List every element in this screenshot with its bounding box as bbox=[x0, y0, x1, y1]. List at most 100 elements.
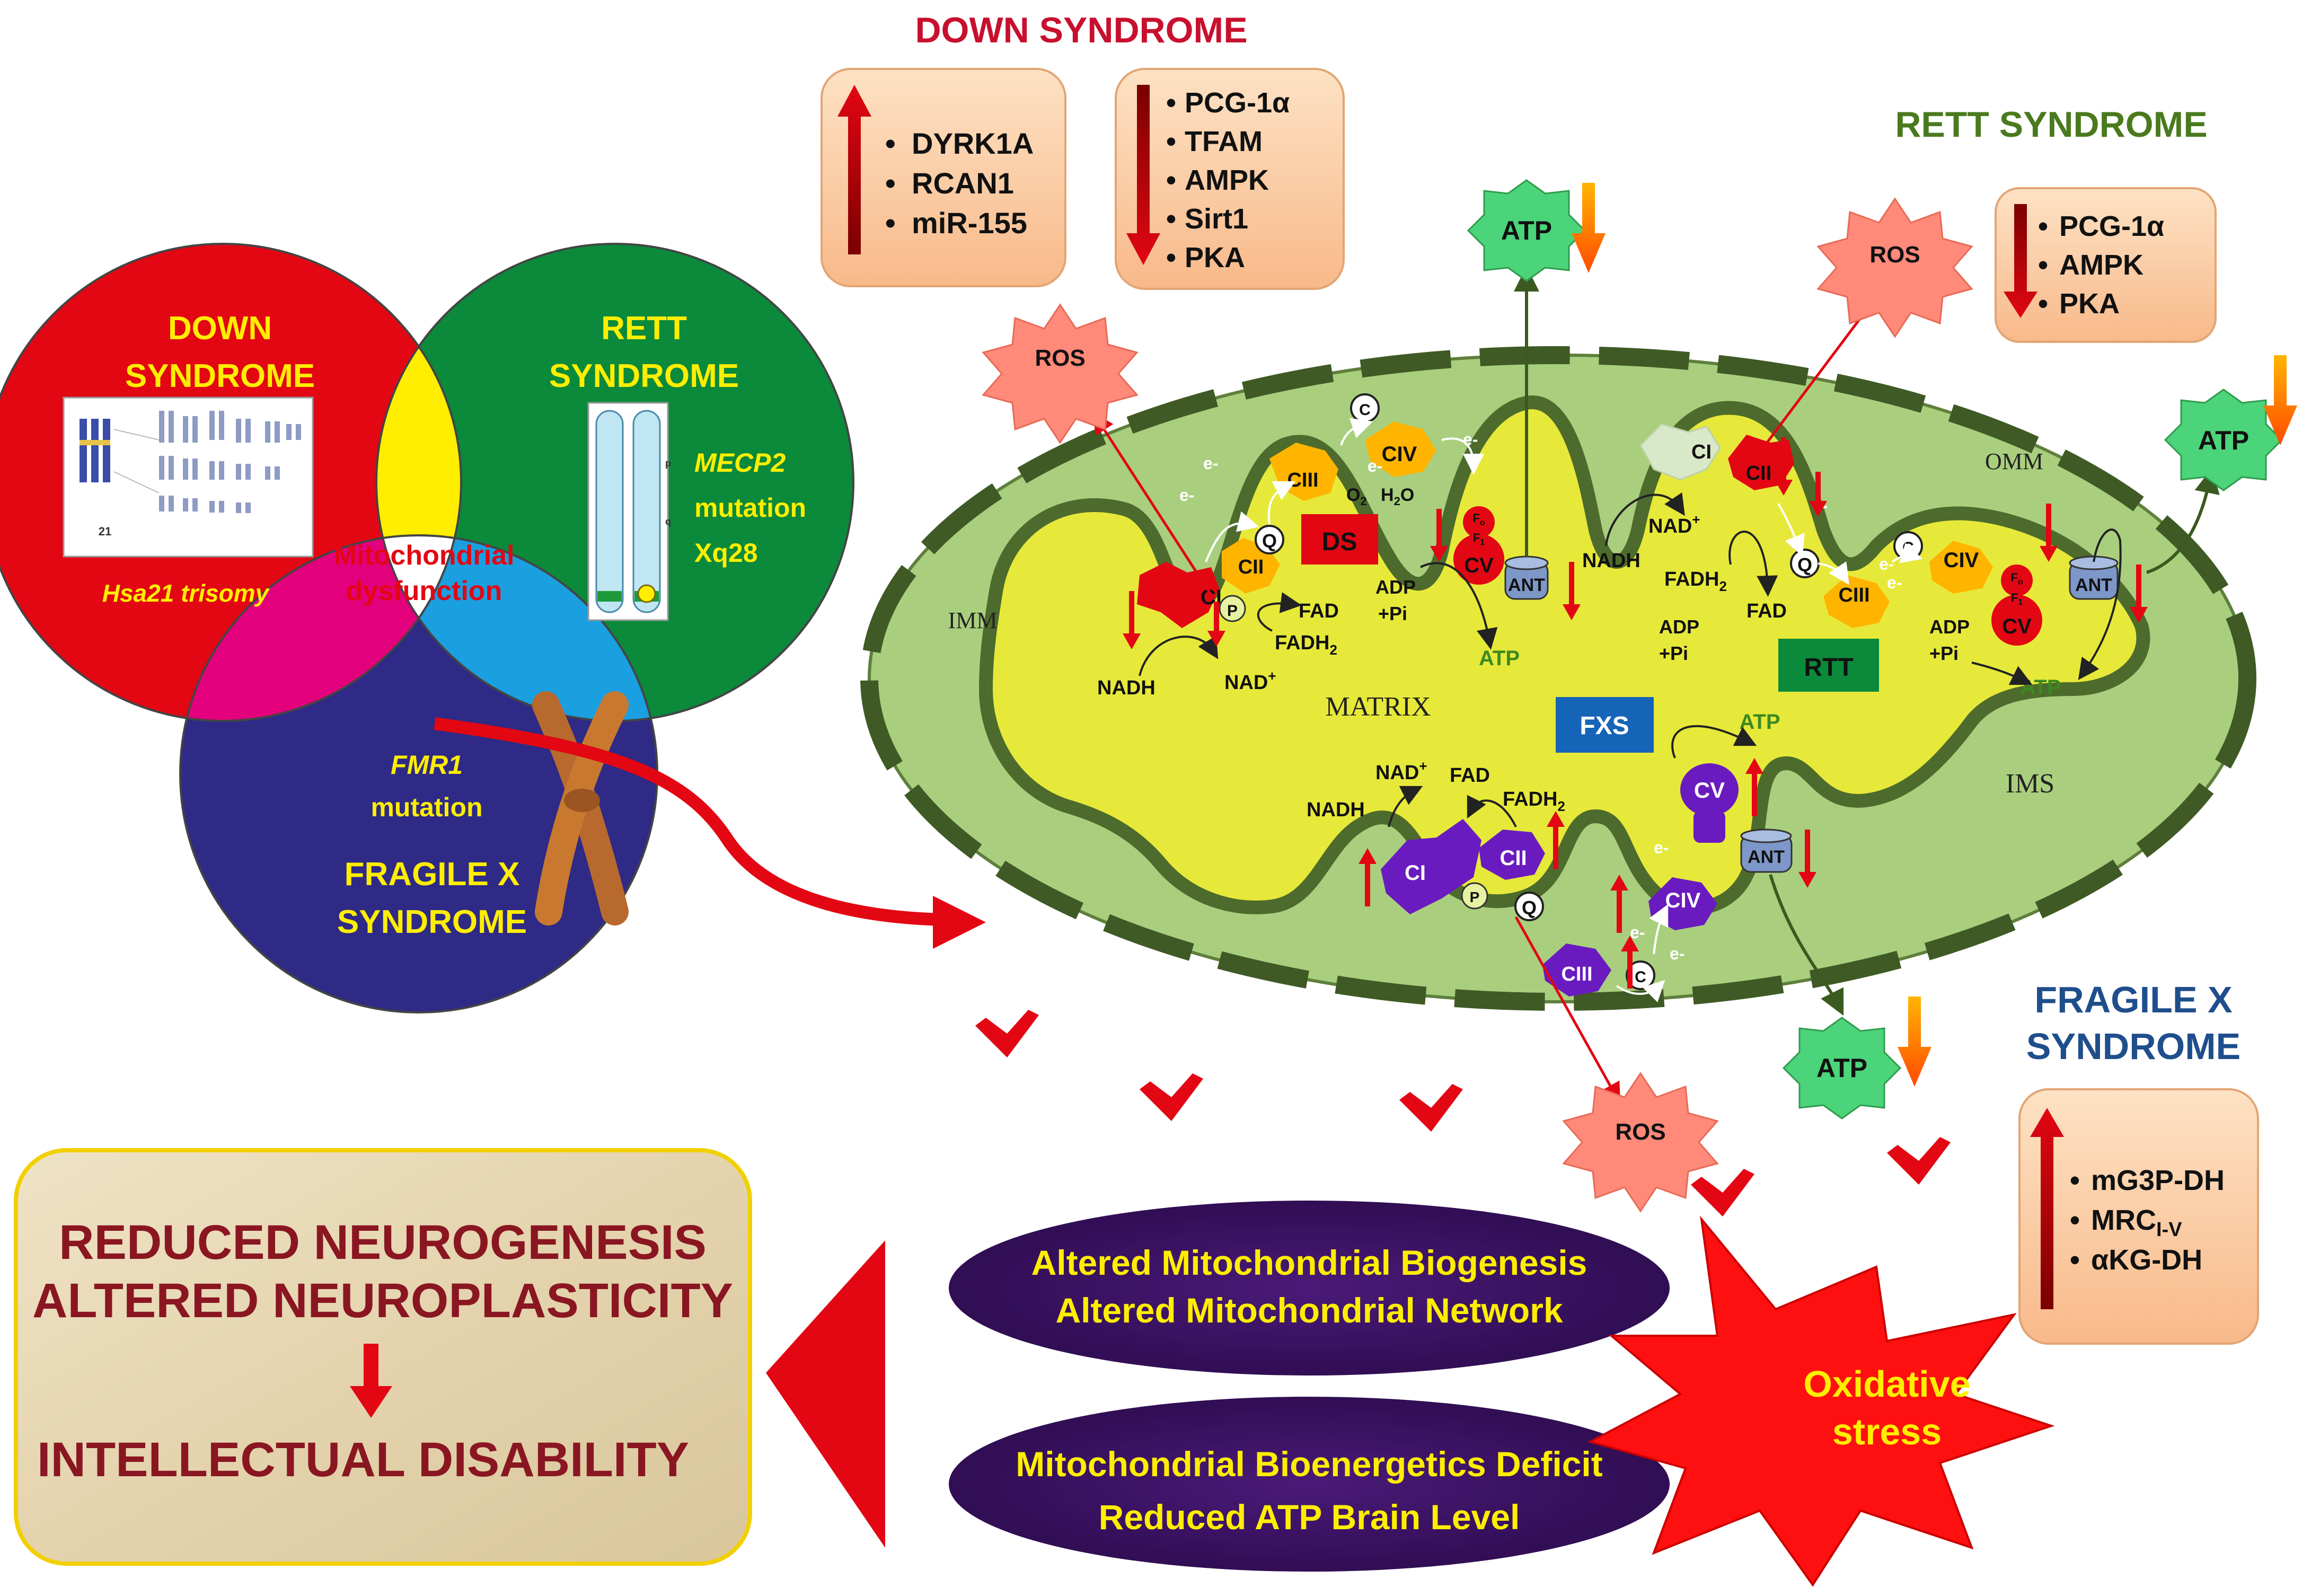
bullet: • bbox=[1166, 126, 1176, 157]
cytochrome-c-label: C bbox=[1635, 968, 1646, 986]
mitochondrion: MATRIX IMS OMM IMM DS RTT FXS CI P CII Q… bbox=[860, 266, 2256, 1105]
atp-label: ATP bbox=[2020, 676, 2061, 699]
decrease-arrow-icon bbox=[2263, 355, 2297, 445]
coenzyme-q-label: Q bbox=[1522, 897, 1537, 919]
bullet: • bbox=[2070, 1244, 2080, 1276]
fxs-badge-label: FXS bbox=[1580, 712, 1629, 740]
up-arrow-icon bbox=[837, 85, 871, 254]
oxidative-stress-line-1: Oxidative bbox=[1803, 1363, 1970, 1405]
complex-v-label: CV bbox=[1694, 778, 1725, 803]
adp-label: ADP bbox=[1659, 616, 1699, 638]
up-arrow-icon bbox=[1547, 811, 1565, 869]
down-down-item-1: PCG-1α bbox=[1185, 87, 1290, 119]
regulation-arrows bbox=[1123, 437, 2148, 989]
ros-label: ROS bbox=[1035, 345, 1085, 371]
outcome-bioenergetics: Mitochondrial Bioenergetics Deficit Redu… bbox=[949, 1397, 1670, 1572]
x-chromosome-image: p q bbox=[587, 402, 671, 621]
atp-star-label: ATP bbox=[1816, 1053, 1867, 1083]
chromosome-p-arm: p bbox=[665, 458, 671, 469]
ros-label: ROS bbox=[1615, 1119, 1665, 1145]
complex-iv-ds bbox=[1365, 421, 1436, 477]
venn-label-fx-2: SYNDROME bbox=[337, 904, 527, 940]
complex-ii-label: CII bbox=[1499, 847, 1527, 870]
imm-label: IMM bbox=[948, 607, 998, 633]
nadh-label: NADH bbox=[1582, 550, 1640, 572]
down-arrow-icon bbox=[2004, 204, 2037, 318]
rtt-badge bbox=[1778, 639, 1879, 692]
atp-star-top: ATP bbox=[1467, 179, 1586, 282]
up-arrow-icon bbox=[1745, 758, 1763, 816]
coenzyme-q-icon bbox=[1514, 892, 1544, 921]
up-arrow-icon bbox=[2030, 1108, 2064, 1309]
bullet: • bbox=[2038, 249, 2048, 281]
bullet: • bbox=[2070, 1204, 2080, 1236]
ant-label: ANT bbox=[1748, 847, 1785, 867]
electron-label: e- bbox=[1203, 454, 1218, 473]
down-down-item-3: AMPK bbox=[1185, 164, 1269, 196]
nad-label: NAD+ bbox=[1375, 758, 1427, 784]
coenzyme-q-label: Q bbox=[1262, 530, 1277, 552]
down-arrow-icon bbox=[1563, 562, 1581, 620]
coenzyme-q-icon bbox=[1255, 525, 1284, 554]
oxidative-stress-line-2: stress bbox=[1832, 1411, 1942, 1452]
bullet: • bbox=[1166, 203, 1176, 235]
rtt-badge-label: RTT bbox=[1804, 654, 1853, 682]
pi-label: +Pi bbox=[1659, 642, 1688, 664]
karyotype-number: 21 bbox=[99, 525, 111, 538]
ant-label: ANT bbox=[2075, 575, 2112, 595]
complex-iii-fxs bbox=[1542, 944, 1611, 997]
ant-transporter-ds: ANT bbox=[1504, 555, 1549, 600]
down-down-item-2: TFAM bbox=[1185, 126, 1263, 157]
complex-i-rtt bbox=[1639, 423, 1721, 481]
venn-label-fx-1: FRAGILE X bbox=[345, 856, 520, 893]
fragile-x-title-1: FRAGILE X bbox=[2034, 979, 2233, 1020]
complex-iv-label: CIV bbox=[1382, 443, 1417, 466]
fxs-up-item-2: MRCI-V bbox=[2091, 1204, 2182, 1241]
ds-badge bbox=[1301, 514, 1378, 565]
down-up-item-3: miR-155 bbox=[912, 206, 1027, 240]
bullet: • bbox=[2038, 288, 2048, 320]
chromosome-x-icon bbox=[532, 691, 629, 925]
down-arrow-icon bbox=[1430, 509, 1448, 562]
electron-label: e- bbox=[1670, 944, 1684, 963]
karyotype-image: 21 bbox=[63, 396, 314, 558]
phosphate-label: P bbox=[1470, 889, 1480, 905]
electron-label: e- bbox=[1179, 486, 1194, 505]
fxs-up-item-1: mG3P-DH bbox=[2091, 1165, 2225, 1196]
ims-label: IMS bbox=[2006, 769, 2054, 799]
atp-star-label: ATP bbox=[1501, 216, 1552, 245]
ant-transporter-fxs: ANT bbox=[1740, 828, 1793, 873]
up-arrow-icon bbox=[1621, 936, 1639, 989]
complex-iii-rtt bbox=[1823, 575, 1890, 628]
oxidative-stress-burst: Oxidative stress bbox=[1587, 1215, 2055, 1587]
complex-i-label: CI bbox=[1405, 861, 1426, 885]
down-arrow-icon bbox=[1809, 472, 1827, 517]
rett-down-box: • PCG-1α • AMPK • PKA bbox=[1995, 187, 2217, 343]
f1-label: F1 bbox=[1473, 531, 1485, 547]
decrease-arrow-icon bbox=[1572, 183, 1606, 273]
electron-label: e- bbox=[1463, 430, 1478, 449]
ant-transporter-rtt: ANT bbox=[2069, 555, 2119, 600]
f0-label: Fo bbox=[1472, 512, 1485, 527]
complex-i-fxs bbox=[1381, 819, 1481, 914]
biogenesis-line-1: Altered Mitochondrial Biogenesis bbox=[1031, 1243, 1587, 1282]
rett-syndrome-title: RETT SYNDROME bbox=[1895, 104, 2207, 145]
venn-label-rett-2: SYNDROME bbox=[549, 358, 739, 394]
chevron-down-icon bbox=[1887, 1137, 1951, 1185]
chevron-down-icon bbox=[1140, 1073, 1203, 1121]
fadh2-label: FADH2 bbox=[1664, 568, 1727, 594]
rett-down-item-3: PKA bbox=[2059, 288, 2120, 320]
result-line-3: INTELLECTUAL DISABILITY bbox=[37, 1433, 689, 1487]
fad-label: FAD bbox=[1450, 764, 1490, 787]
up-arrow-icon bbox=[1359, 848, 1377, 906]
xq28-label: Xq28 bbox=[694, 538, 758, 568]
chevron-down-icon bbox=[1691, 1169, 1754, 1216]
atp-label: ATP bbox=[1739, 710, 1780, 734]
chevron-down-icon bbox=[1399, 1084, 1463, 1132]
fxs-up-item-3: αKG-DH bbox=[2091, 1244, 2202, 1276]
decrease-arrow-icon bbox=[1898, 997, 1931, 1087]
result-box: REDUCED NEUROGENESIS ALTERED NEUROPLASTI… bbox=[14, 1148, 752, 1566]
outcome-biogenesis: Altered Mitochondrial Biogenesis Altered… bbox=[949, 1201, 1670, 1375]
ds-electron-transport-chain: CI P CII Q CIII C CIV Fo F1 CV O2 H2O e-… bbox=[1097, 393, 1520, 699]
